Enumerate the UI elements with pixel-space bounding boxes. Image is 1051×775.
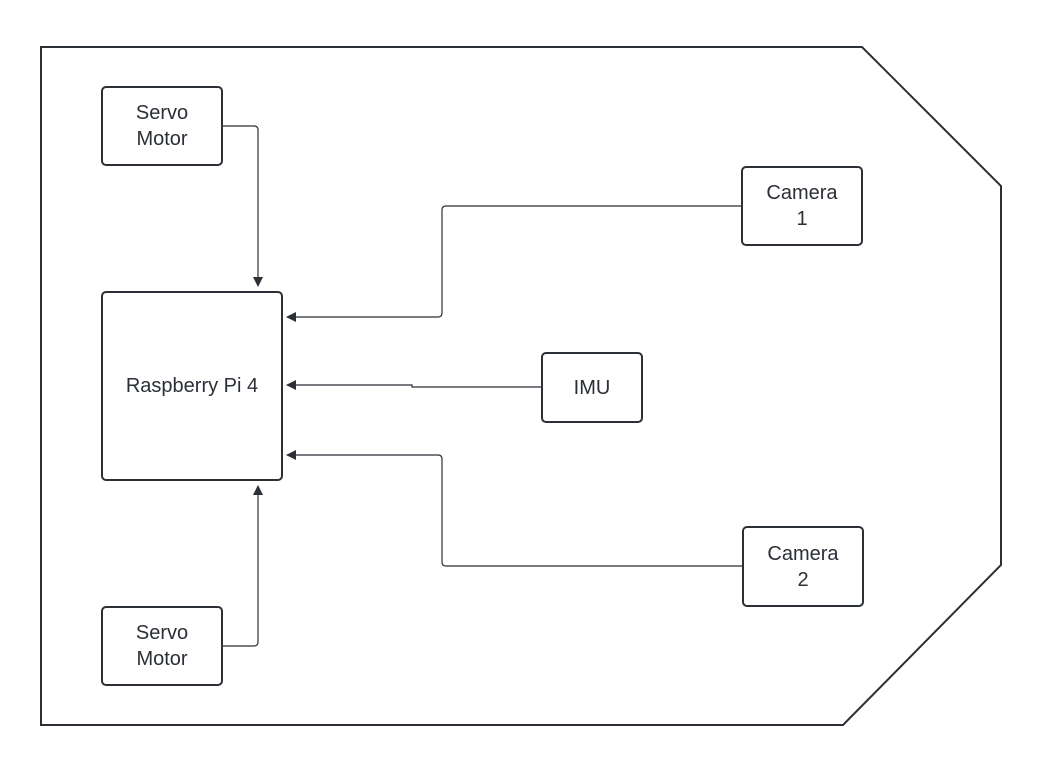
edge-imu-to-pi (286, 380, 541, 390)
node-label-line: Raspberry Pi 4 (125, 375, 259, 397)
node-label-line: Servo (135, 102, 189, 124)
edge-camera2-to-pi (286, 450, 743, 567)
enclosure-outline (40, 46, 1002, 726)
node-label-line: 1 (796, 208, 808, 230)
edge-servo-top-to-pi (222, 125, 263, 287)
node-servo-motor-top[interactable]: Servo Motor (101, 86, 223, 166)
node-label-line: 2 (797, 568, 809, 591)
edge-servo-bottom-to-pi (222, 485, 263, 647)
node-raspberry-pi-4[interactable]: Raspberry Pi 4 (101, 291, 283, 481)
node-label-line: Camera (766, 182, 838, 204)
node-label-line: Motor (136, 648, 188, 670)
node-camera-1[interactable]: Camera 1 (741, 166, 863, 246)
node-label-line: Motor (136, 128, 188, 150)
node-label-line: Camera (767, 542, 839, 565)
node-servo-motor-bottom[interactable]: Servo Motor (101, 606, 223, 686)
node-camera-2[interactable]: Camera 2 (742, 526, 864, 607)
node-label-line: IMU (573, 376, 611, 399)
node-label-line: Servo (135, 622, 189, 644)
edge-camera1-to-pi (286, 205, 741, 322)
node-imu[interactable]: IMU (541, 352, 643, 423)
